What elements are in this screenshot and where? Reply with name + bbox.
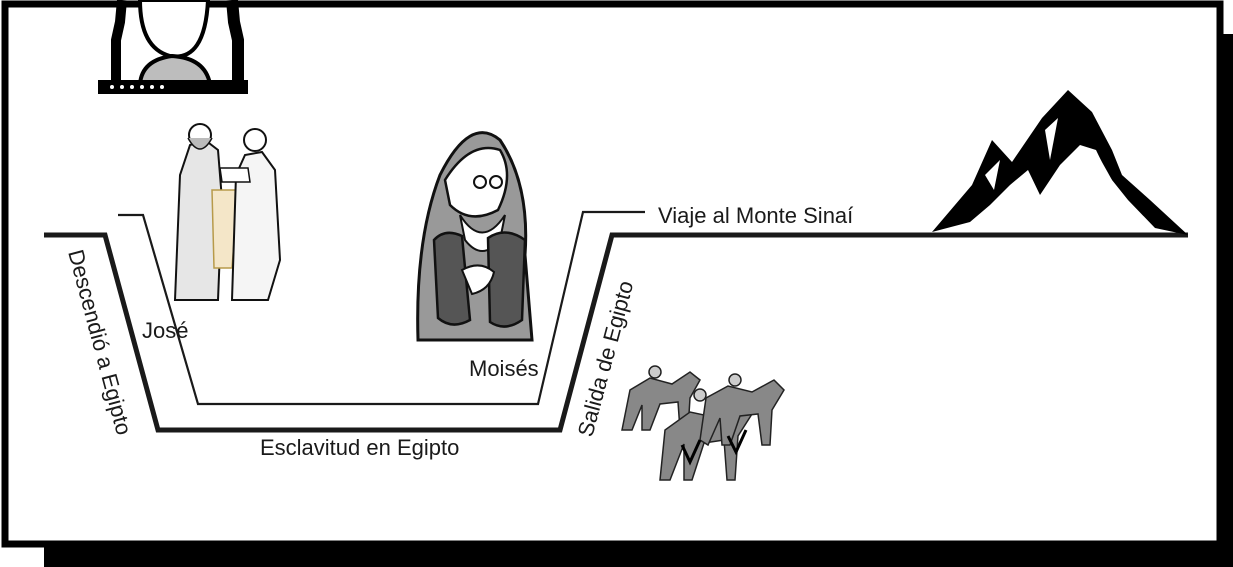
journey-path-outer xyxy=(44,232,1188,433)
label-journey: Viaje al Monte Sinaí xyxy=(658,203,853,228)
mount-sinai-illustration xyxy=(932,90,1188,235)
label-moses: Moisés xyxy=(469,356,539,381)
moses-tablets-illustration xyxy=(416,131,534,342)
jose-figures-illustration xyxy=(173,123,282,301)
hourglass-icon xyxy=(98,0,248,94)
jose-moses-path-inner xyxy=(118,210,645,406)
label-slavery: Esclavitud en Egipto xyxy=(260,435,459,460)
camel-caravan-illustration xyxy=(621,365,785,481)
label-jose: José xyxy=(142,318,188,343)
